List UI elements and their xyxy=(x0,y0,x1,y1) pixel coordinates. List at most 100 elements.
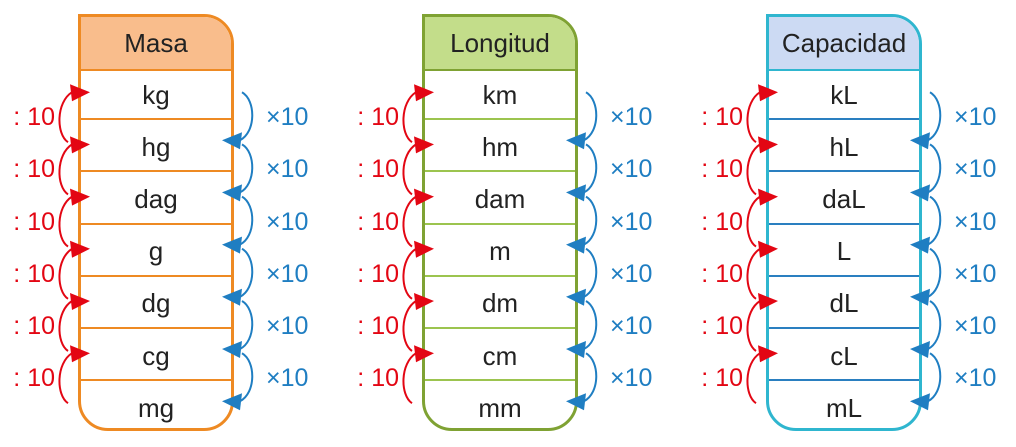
divide-arrow-curve xyxy=(746,352,761,405)
multiply-arrow-curve xyxy=(927,143,942,194)
multiply-arrow-curve xyxy=(583,247,598,298)
multiply-label: ×10 xyxy=(610,259,653,288)
multiply-label: ×10 xyxy=(266,312,309,340)
multiply-arrow-head xyxy=(910,341,930,358)
divide-label: : 10 xyxy=(357,259,399,288)
divide-arrow-curve xyxy=(58,352,73,405)
unit-longitud-4: dm xyxy=(481,288,519,319)
row-divider xyxy=(81,379,231,382)
row-divider xyxy=(425,170,575,173)
divide-arrow-head xyxy=(70,188,90,206)
divide-label: : 10 xyxy=(701,207,743,236)
multiply-arrow-curve xyxy=(239,247,254,298)
multiply-arrow-head xyxy=(566,341,586,358)
row-divider xyxy=(769,327,919,329)
multiply-arrow-head xyxy=(222,236,242,254)
multiply-arrow-head xyxy=(910,184,930,202)
unit-masa-0: kg xyxy=(142,79,170,110)
unit-capacidad-4: dL xyxy=(829,288,859,319)
multiply-arrow-curve xyxy=(239,352,254,403)
divide-arrow-head xyxy=(758,188,778,206)
divide-arrow-head xyxy=(414,136,434,154)
divide-label: : 10 xyxy=(13,312,55,340)
multiply-arrow-head xyxy=(222,341,242,358)
divide-arrow-curve xyxy=(746,300,761,352)
multiply-arrow-head xyxy=(222,288,242,306)
multiply-label: ×10 xyxy=(954,259,997,288)
row-divider xyxy=(769,118,919,121)
row-divider xyxy=(769,222,919,225)
divide-arrow-head xyxy=(758,136,778,154)
column-title-longitud: Longitud xyxy=(425,17,575,71)
row-divider xyxy=(81,222,231,225)
row-divider xyxy=(769,379,919,382)
multiply-arrow-curve xyxy=(927,300,942,350)
multiply-label: ×10 xyxy=(954,207,997,236)
multiply-arrow-curve xyxy=(583,300,598,350)
multiply-arrow-head xyxy=(910,288,930,306)
unit-masa-5: cg xyxy=(142,340,170,371)
multiply-arrow-curve xyxy=(583,195,598,246)
divide-label: : 10 xyxy=(357,312,399,340)
divide-arrow-curve xyxy=(402,352,417,405)
multiply-arrow-head xyxy=(566,236,586,254)
multiply-arrow-curve xyxy=(239,195,254,246)
multiply-label: ×10 xyxy=(954,103,997,132)
multiply-label: ×10 xyxy=(610,364,653,393)
multiply-arrow-curve xyxy=(927,195,942,246)
divide-arrow-head xyxy=(414,293,434,310)
multiply-label: ×10 xyxy=(266,364,309,393)
divide-arrow-curve xyxy=(402,91,417,144)
unit-longitud-3: m xyxy=(489,236,511,267)
divide-arrow-head xyxy=(70,84,90,102)
multiply-arrow-curve xyxy=(239,91,254,142)
unit-capacidad-0: kL xyxy=(830,79,858,110)
unit-capacidad-2: daL xyxy=(822,183,866,214)
divide-arrow-head xyxy=(70,136,90,154)
divide-label: : 10 xyxy=(701,259,743,288)
unit-capacidad-1: hL xyxy=(829,131,859,162)
multiply-arrow-head xyxy=(566,184,586,202)
divide-label: : 10 xyxy=(13,207,55,236)
multiply-arrow-curve xyxy=(927,352,942,403)
divide-arrow-head xyxy=(414,188,434,206)
unit-longitud-0: km xyxy=(482,79,518,110)
multiply-arrow-curve xyxy=(239,143,254,194)
row-divider xyxy=(425,379,575,382)
multiply-label: ×10 xyxy=(610,207,653,236)
multiply-arrow-head xyxy=(222,184,242,202)
row-divider xyxy=(425,327,575,329)
divide-arrow-curve xyxy=(746,143,761,196)
multiply-label: ×10 xyxy=(610,312,653,340)
divide-arrow-curve xyxy=(402,143,417,196)
column-title-capacidad: Capacidad xyxy=(769,17,919,71)
row-divider xyxy=(425,118,575,121)
divide-arrow-head xyxy=(758,84,778,102)
multiply-arrow-head xyxy=(910,132,930,150)
unit-masa-6: mg xyxy=(137,392,175,423)
unit-capacidad-3: L xyxy=(836,236,852,267)
unit-longitud-2: dam xyxy=(474,183,526,214)
divide-arrow-curve xyxy=(402,300,417,352)
multiply-label: ×10 xyxy=(266,103,309,132)
row-divider xyxy=(769,274,919,277)
divide-label: : 10 xyxy=(701,364,743,393)
divide-label: : 10 xyxy=(357,103,399,132)
divide-label: : 10 xyxy=(701,312,743,340)
divide-label: : 10 xyxy=(357,155,399,184)
row-divider xyxy=(81,118,231,121)
unit-capacidad-6: mL xyxy=(825,392,863,423)
multiply-label: ×10 xyxy=(610,155,653,184)
divide-label: : 10 xyxy=(13,103,55,132)
multiply-label: ×10 xyxy=(266,259,309,288)
unit-masa-1: hg xyxy=(141,131,171,162)
divide-arrow-head xyxy=(414,345,434,363)
unit-longitud-5: cm xyxy=(482,340,518,371)
unit-longitud-1: hm xyxy=(481,131,519,162)
multiply-label: ×10 xyxy=(954,364,997,393)
multiply-arrow-curve xyxy=(927,91,942,142)
